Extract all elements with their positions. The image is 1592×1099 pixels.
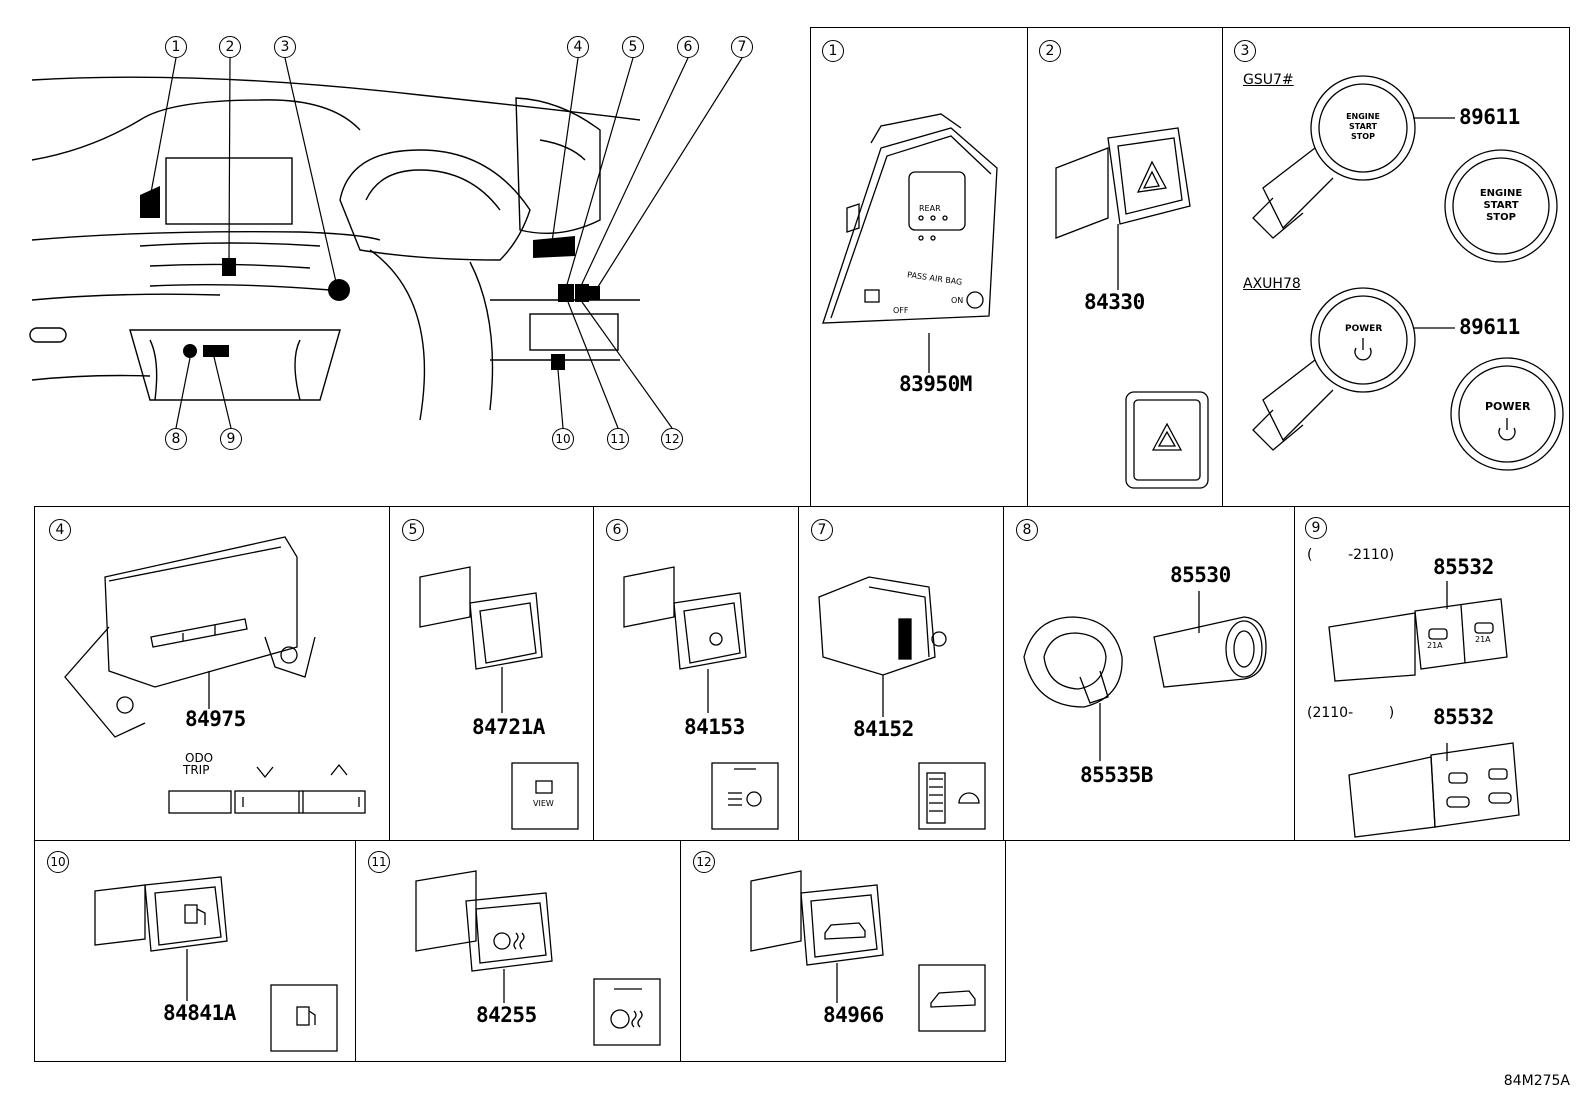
hazard-switch-illustration xyxy=(1055,127,1209,489)
variant-label-after: (2110- ) xyxy=(1307,705,1395,721)
auto-high-beam-switch-illustration xyxy=(623,566,779,830)
button-text: START xyxy=(1483,200,1519,211)
callout-1: 1 xyxy=(165,36,187,58)
usb-charger-illustration xyxy=(1328,581,1520,838)
view-icon-label: VIEW xyxy=(533,799,554,808)
panel-number: 12 xyxy=(693,851,715,873)
panel-number: 10 xyxy=(47,851,69,873)
view-switch-illustration xyxy=(419,566,579,830)
figure-id: 84M275A xyxy=(1503,1073,1570,1089)
panel-number: 2 xyxy=(1039,40,1061,62)
engine-start-stop-label: ENGINE START STOP xyxy=(1335,112,1391,142)
power-label: POWER xyxy=(1345,324,1383,334)
callout-10: 10 xyxy=(552,428,574,450)
panel-10: 10 84841A xyxy=(34,840,356,1062)
part-number-before: 85532 xyxy=(1433,555,1494,579)
panel-9: 9 ( -2110) (2110- ) 21A 21A 85532 85532 xyxy=(1294,506,1570,841)
part-number: 84152 xyxy=(853,717,914,741)
panel-number: 9 xyxy=(1305,517,1327,539)
panel-8: 8 85530 85535B xyxy=(1003,506,1295,841)
part-number-outlet: 85530 xyxy=(1170,563,1231,587)
part-number-housing: 85535B xyxy=(1080,763,1153,787)
airbag-indicator-illustration xyxy=(822,113,998,373)
panel-3: 3 GSU7# AXUH78 ENGINE START STOP xyxy=(1222,27,1570,507)
power-outlet-illustration xyxy=(1023,591,1267,761)
panel-4: 4 ODO TRIP 84975 xyxy=(34,506,390,841)
callout-5: 5 xyxy=(622,36,644,58)
callout-12: 12 xyxy=(661,428,683,450)
heated-steering-switch-illustration xyxy=(415,870,661,1046)
panel-5: 5 VIEW 84721A xyxy=(389,506,594,841)
fuel-door-switch-illustration xyxy=(94,876,338,1052)
dashboard-illustration xyxy=(29,57,743,429)
panel-number: 3 xyxy=(1234,40,1256,62)
dimmer-switch-illustration xyxy=(818,576,986,830)
trip-label: TRIP xyxy=(183,763,210,777)
panel-7: 7 84152 xyxy=(798,506,1004,841)
variant-label-gsu7: GSU7# xyxy=(1243,72,1294,88)
panel-number: 7 xyxy=(811,519,833,541)
part-number-gsu7: 89611 xyxy=(1459,105,1520,129)
callout-2: 2 xyxy=(219,36,241,58)
part-number: 83950M xyxy=(899,372,972,396)
tailgate-switch-illustration xyxy=(750,870,986,1032)
button-text: STOP xyxy=(1351,132,1375,141)
part-number-axuh78: 89611 xyxy=(1459,315,1520,339)
panel-11: 11 84255 xyxy=(355,840,681,1062)
callout-3: 3 xyxy=(274,36,296,58)
odo-label: ODO xyxy=(185,751,214,765)
on-label: ON xyxy=(951,296,964,305)
overview-dashboard: 1 2 3 4 5 6 7 8 9 10 11 12 xyxy=(0,0,795,500)
panel-number: 1 xyxy=(822,40,844,62)
panel-2: 2 84330 xyxy=(1027,27,1223,507)
button-text: ENGINE xyxy=(1479,188,1523,199)
callout-11: 11 xyxy=(607,428,629,450)
callout-7: 7 xyxy=(731,36,753,58)
panel-6: 6 84153 xyxy=(593,506,799,841)
variant-label-axuh78: AXUH78 xyxy=(1243,276,1301,292)
off-label: OFF xyxy=(893,306,909,315)
variant-label-before: ( -2110) xyxy=(1307,547,1395,563)
callout-4: 4 xyxy=(567,36,589,58)
engine-start-stop-face-label: ENGINE START STOP xyxy=(1471,188,1531,224)
panel-number: 5 xyxy=(402,519,424,541)
part-number-after: 85532 xyxy=(1433,705,1494,729)
button-text: START xyxy=(1348,122,1378,131)
callout-6: 6 xyxy=(677,36,699,58)
part-number: 84255 xyxy=(476,1003,537,1027)
panel-number: 6 xyxy=(606,519,628,541)
part-number: 84721A xyxy=(472,715,545,739)
start-button-illustration xyxy=(1252,75,1564,471)
part-number: 84330 xyxy=(1084,290,1145,314)
odo-trip-switch-illustration xyxy=(64,536,366,814)
callout-8: 8 xyxy=(165,428,187,450)
part-number: 84153 xyxy=(684,715,745,739)
part-number: 84975 xyxy=(185,707,246,731)
panel-1: 1 REAR PASS AIR BAG OFF ON 83950M xyxy=(810,27,1028,507)
power-face-label: POWER xyxy=(1485,400,1531,413)
panel-number: 11 xyxy=(368,851,390,873)
part-number: 84841A xyxy=(163,1001,236,1025)
button-text: STOP xyxy=(1486,212,1516,223)
part-number: 84966 xyxy=(823,1003,884,1027)
panel-12: 12 84966 xyxy=(680,840,1006,1062)
panel-number: 4 xyxy=(49,519,71,541)
callout-9: 9 xyxy=(220,428,242,450)
21a-label-2: 21A xyxy=(1475,635,1491,644)
button-text: ENGINE xyxy=(1346,112,1380,121)
21a-label-1: 21A xyxy=(1427,641,1443,650)
panel-number: 8 xyxy=(1016,519,1038,541)
rear-label: REAR xyxy=(919,204,941,213)
